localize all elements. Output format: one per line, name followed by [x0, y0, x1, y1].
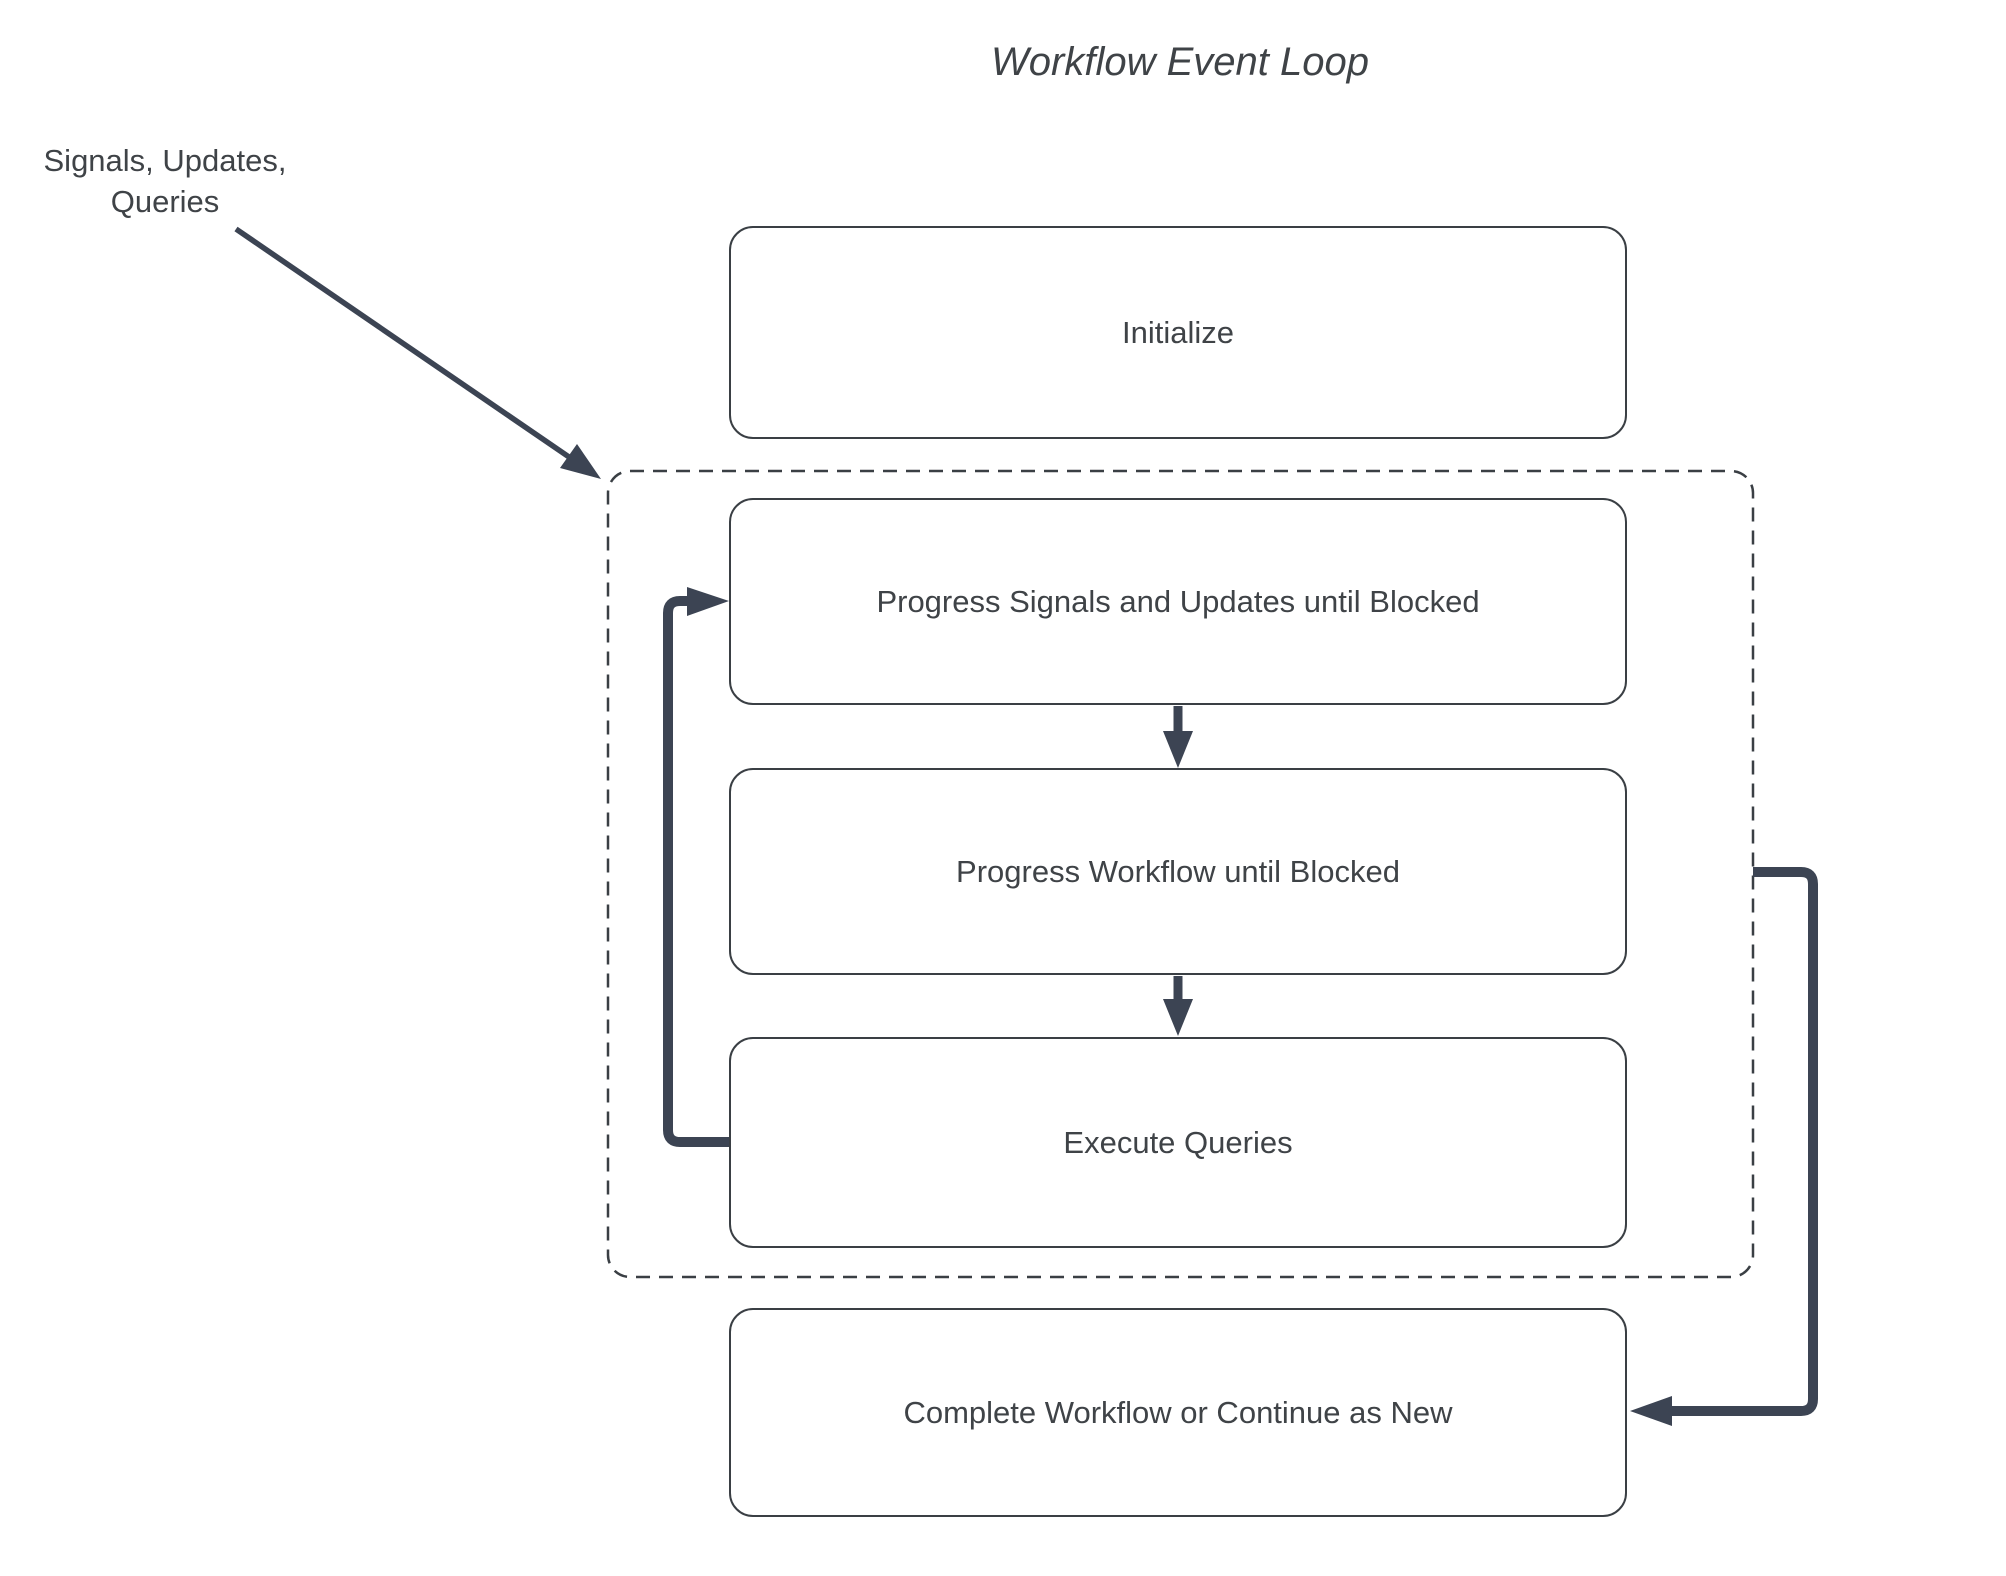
node-initialize-label: Initialize: [1122, 314, 1234, 350]
loop-back-arrowhead-icon: [687, 587, 729, 616]
node-execute-queries: Execute Queries: [729, 1037, 1627, 1248]
node-progress-signals-updates: Progress Signals and Updates until Block…: [729, 498, 1627, 705]
annotation-arrow: [234, 226, 601, 479]
annotation-line-2: Queries: [110, 184, 220, 219]
continue-as-new-line: [1672, 867, 1818, 1416]
arrow-progress-signals-to-progress-workflow: [1163, 706, 1193, 768]
loop-back-arrow: [663, 587, 730, 1147]
annotation-signals-updates-queries: Signals, Updates, Queries: [30, 140, 300, 222]
node-progress-signals-updates-label: Progress Signals and Updates until Block…: [876, 583, 1480, 619]
node-progress-workflow: Progress Workflow until Blocked: [729, 768, 1627, 975]
annotation-arrowhead-icon: [560, 444, 601, 479]
down-arrowhead-icon: [1163, 999, 1193, 1036]
down-arrowhead-icon: [1163, 731, 1193, 768]
node-complete-workflow-label: Complete Workflow or Continue as New: [903, 1394, 1453, 1430]
continue-as-new-arrowhead-icon: [1630, 1396, 1672, 1426]
arrow-progress-workflow-to-execute-queries: [1163, 976, 1193, 1036]
continue-as-new-arrow: [1630, 867, 1818, 1426]
loop-back-line: [663, 596, 730, 1147]
node-progress-workflow-label: Progress Workflow until Blocked: [956, 853, 1400, 889]
page-title: Workflow Event Loop: [991, 40, 1369, 84]
node-initialize: Initialize: [729, 226, 1627, 439]
annotation-line-1: Signals, Updates,: [43, 143, 287, 178]
annotation-arrow-line: [234, 226, 571, 460]
node-complete-workflow: Complete Workflow or Continue as New: [729, 1308, 1627, 1517]
node-execute-queries-label: Execute Queries: [1063, 1124, 1293, 1160]
